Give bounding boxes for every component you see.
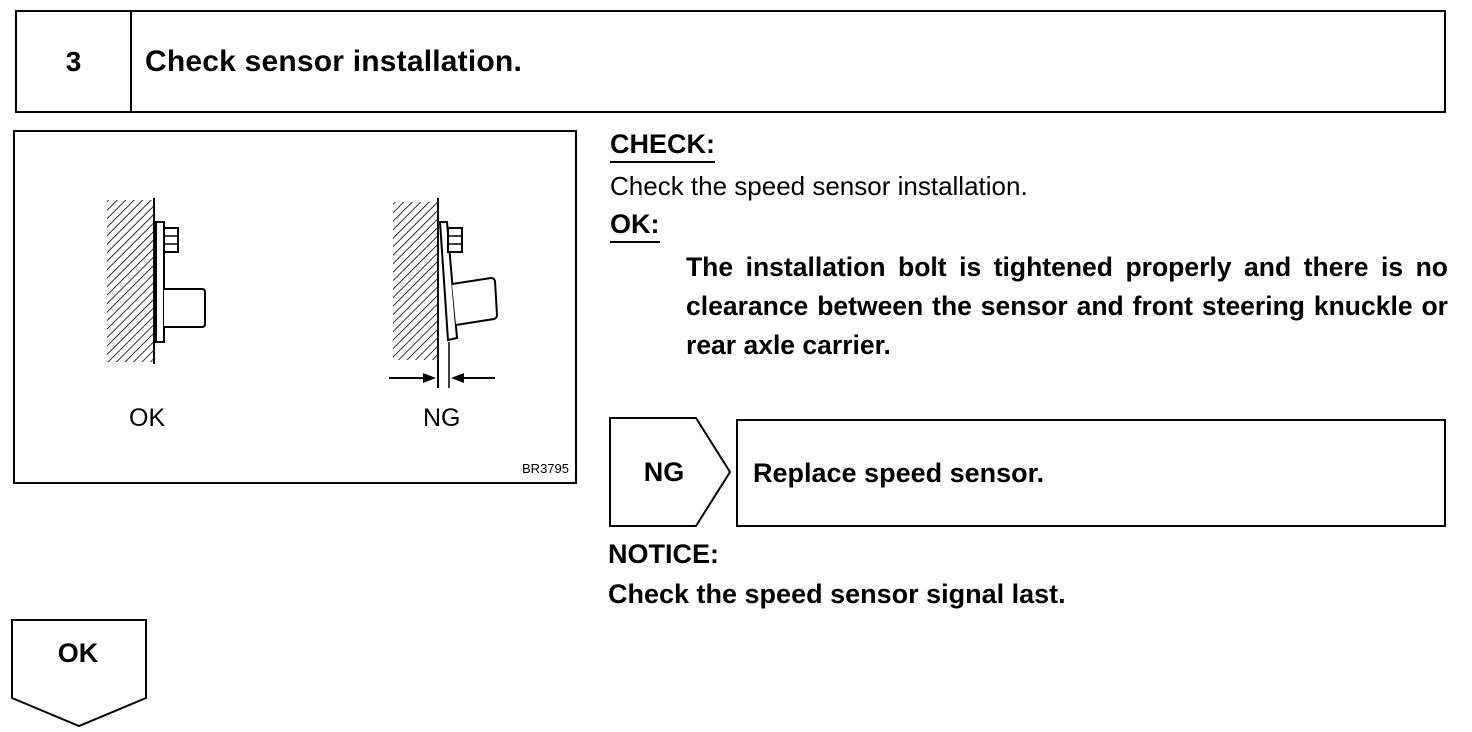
notice-heading: NOTICE: [608, 539, 719, 569]
ng-action-text: Replace speed sensor. [753, 457, 1045, 488]
ok-criteria-text: The installation bolt is tightened prope… [686, 252, 1448, 360]
sensor-diagram [107, 198, 499, 388]
figure-ok-label: OK [129, 404, 166, 432]
step-title: Check sensor installation. [145, 44, 522, 78]
notice-text: Check the speed sensor signal last. [608, 579, 1066, 609]
ok-heading: OK: [610, 208, 660, 243]
ok-branch-arrow: OK [10, 618, 150, 730]
sensor-installation-figure: OK NG BR3795 [13, 130, 577, 484]
ng-action-box: Replace speed sensor. [736, 419, 1446, 527]
ng-sensor-drawing [389, 198, 499, 388]
check-text: Check the speed sensor installation. [610, 171, 1028, 201]
figure-ng-label: NG [423, 404, 461, 432]
step-header: 3 Check sensor installation. [15, 10, 1446, 113]
ng-arrow-shape [609, 417, 732, 527]
figure-code: BR3795 [522, 461, 569, 476]
ok-sensor-drawing [107, 198, 206, 364]
step-number: 3 [17, 12, 132, 111]
ok-arrow-shape [11, 619, 147, 728]
ng-branch-arrow: NG [608, 416, 732, 528]
ng-branch-label: NG [643, 456, 685, 487]
ok-branch-label: OK [57, 638, 99, 668]
check-heading: CHECK: [610, 128, 715, 163]
